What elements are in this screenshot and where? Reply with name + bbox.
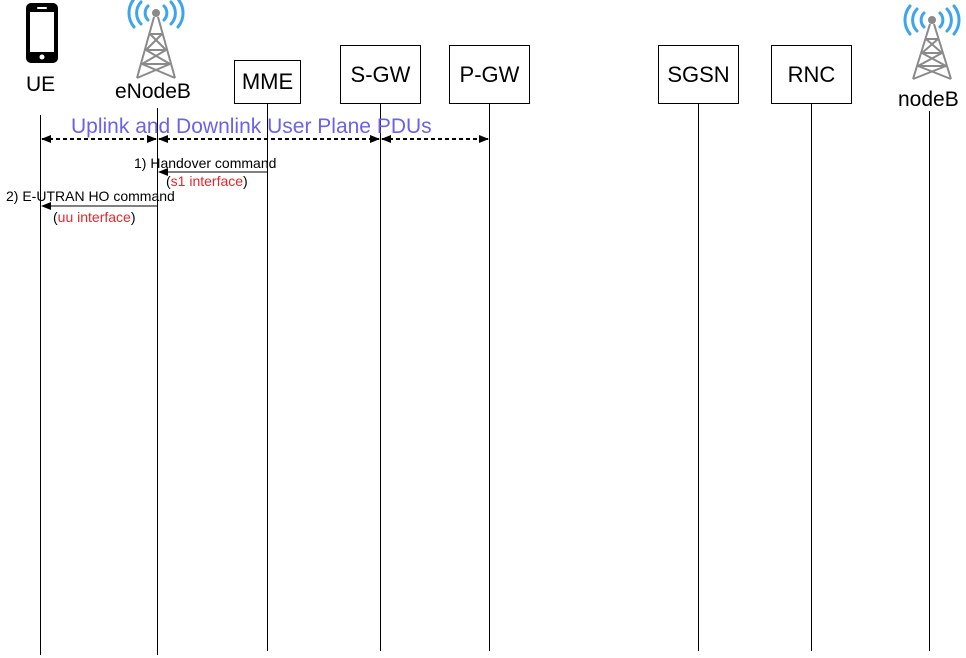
node-box-pgw: P-GW <box>449 45 530 104</box>
node-label-pgw: P-GW <box>459 61 520 87</box>
interface-open-paren: ( <box>166 173 171 189</box>
node-box-sgw: S-GW <box>340 45 421 104</box>
mobile-phone-icon <box>26 3 58 63</box>
node-label-mme: MME <box>241 69 294 94</box>
node-label-nodeb: nodeB <box>898 88 959 111</box>
message-label-handover-command: 1) Handover command <box>134 155 277 171</box>
node-box-sgsn: SGSN <box>658 45 739 104</box>
user-plane-label: Uplink and Downlink User Plane PDUs <box>71 115 432 138</box>
node-label-sgw: S-GW <box>350 61 411 87</box>
node-box-mme: MME <box>234 60 301 104</box>
interface-close-paren: ) <box>243 173 248 189</box>
node-label-ue: UE <box>26 73 56 96</box>
node-box-rnc: RNC <box>771 45 852 104</box>
node-label-rnc: RNC <box>787 61 836 87</box>
lifelines <box>40 103 930 655</box>
cell-tower-icon <box>903 4 961 80</box>
interface-name-uu: uu interface <box>57 209 131 225</box>
interface-label-s1: (s1 interface) <box>166 174 248 188</box>
node-label-sgsn: SGSN <box>667 61 730 87</box>
interface-name-s1: s1 interface <box>170 173 244 189</box>
interface-close-paren: ) <box>130 209 136 225</box>
cell-tower-icon <box>127 0 185 79</box>
message-label-eutran-ho-command: 2) E-UTRAN HO command <box>6 188 175 204</box>
node-label-enodeb: eNodeB <box>115 80 191 103</box>
interface-open-paren: ( <box>53 209 58 225</box>
message-arrows <box>41 168 267 210</box>
interface-label-uu: (uu interface) <box>53 210 136 224</box>
